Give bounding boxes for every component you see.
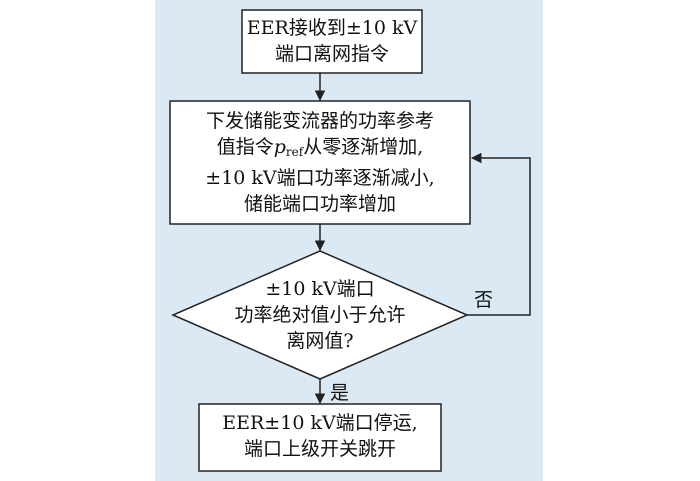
process-box-text: 下发储能变流器的功率参考 值指令pref从零逐渐增加, ±10 kV端口功率逐渐… xyxy=(170,108,470,217)
process-line-2-suffix: 从零逐渐增加, xyxy=(303,136,424,158)
start-box-line-1: EER接收到±10 kV xyxy=(246,17,418,39)
diagram-background xyxy=(155,0,543,481)
power-reference-subscript: ref xyxy=(285,145,304,159)
power-reference-symbol: p xyxy=(273,136,286,158)
end-box-line-1: EER±10 kV端口停运, xyxy=(222,412,418,434)
end-box xyxy=(198,403,442,472)
process-box-line-1: 下发储能变流器的功率参考 xyxy=(205,110,434,132)
process-box-line-2: 值指令pref从零逐渐增加, xyxy=(170,134,470,165)
decision-line-1: ±10 kV端口 xyxy=(265,278,375,300)
no-label: 否 xyxy=(474,289,494,311)
start-box-line-2: 端口离网指令 xyxy=(274,43,389,65)
decision-text: ±10 kV端口 功率绝对值小于允许 离网值? xyxy=(200,276,440,354)
yes-label: 是 xyxy=(330,382,350,404)
decision-line-2: 功率绝对值小于允许 xyxy=(234,304,406,326)
process-line-2-prefix: 值指令 xyxy=(216,136,274,158)
decision-line-3: 离网值? xyxy=(286,330,354,352)
process-box-line-3: ±10 kV端口功率逐渐减小, xyxy=(205,167,435,189)
end-box-text: EER±10 kV端口停运, 端口上级开关跳开 xyxy=(199,410,441,462)
arrow-no-loop xyxy=(467,152,531,316)
start-box xyxy=(241,9,423,74)
process-box-line-4: 储能端口功率增加 xyxy=(243,193,396,215)
start-box-text: EER接收到±10 kV 端口离网指令 xyxy=(242,15,422,67)
end-box-line-2: 端口上级开关跳开 xyxy=(243,438,396,460)
